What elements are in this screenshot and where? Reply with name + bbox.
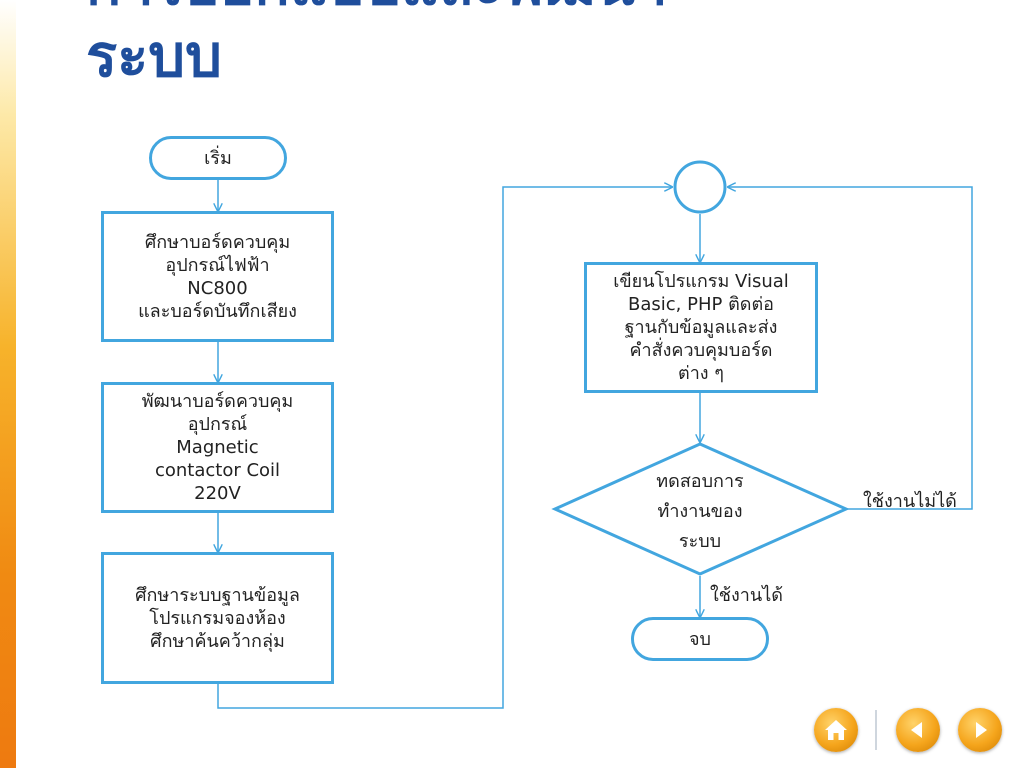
arrow-test-fail-loop — [728, 187, 973, 510]
study-database-label: ศึกษาระบบฐานข้อมูล โปรแกรมจองห้อง ศึกษาค… — [135, 584, 300, 652]
slide-title-line-2: ระบบ — [86, 22, 222, 90]
next-icon — [976, 722, 987, 738]
arrow-study-db-to-merge — [217, 187, 672, 709]
study-database-process: ศึกษาระบบฐานข้อมูล โปรแกรมจองห้อง ศึกษาค… — [101, 552, 334, 684]
home-icon — [825, 720, 847, 740]
home-button[interactable] — [814, 708, 858, 752]
develop-board-label: พัฒนาบอร์ดควบคุม อุปกรณ์ Magnetic contac… — [141, 391, 294, 504]
start-terminal: เริ่ม — [149, 136, 287, 180]
nav-separator — [875, 710, 877, 750]
test-system-label: ทดสอบการ ทำงานของ ระบบ — [656, 471, 744, 552]
edge-label-pass: ใช้งานได้ — [710, 585, 783, 606]
previous-icon — [911, 722, 922, 738]
edge-label-fail: ใช้งานไม่ได้ — [863, 491, 957, 512]
study-board-process: ศึกษาบอร์ดควบคุม อุปกรณ์ไฟฟ้า NC800 และบ… — [101, 211, 334, 342]
start-label: เริ่ม — [204, 147, 232, 169]
next-button[interactable] — [958, 708, 1002, 752]
end-label: จบ — [689, 628, 711, 650]
slide-title-line-1: การออกแบบและพัฒนา — [86, 0, 668, 20]
end-terminal: จบ — [631, 617, 769, 661]
previous-button[interactable] — [896, 708, 940, 752]
side-gradient-bar — [0, 0, 16, 768]
write-program-process: เขียนโปรแกรม Visual Basic, PHP ติดต่อ ฐา… — [584, 262, 818, 393]
merge-connector — [673, 160, 727, 214]
write-program-label: เขียนโปรแกรม Visual Basic, PHP ติดต่อ ฐา… — [613, 271, 789, 384]
develop-board-process: พัฒนาบอร์ดควบคุม อุปกรณ์ Magnetic contac… — [101, 382, 334, 513]
study-board-label: ศึกษาบอร์ดควบคุม อุปกรณ์ไฟฟ้า NC800 และบ… — [138, 231, 297, 322]
slide-title: การออกแบบและพัฒนา ระบบ — [86, 0, 668, 92]
test-decision-diamond — [551, 442, 850, 576]
